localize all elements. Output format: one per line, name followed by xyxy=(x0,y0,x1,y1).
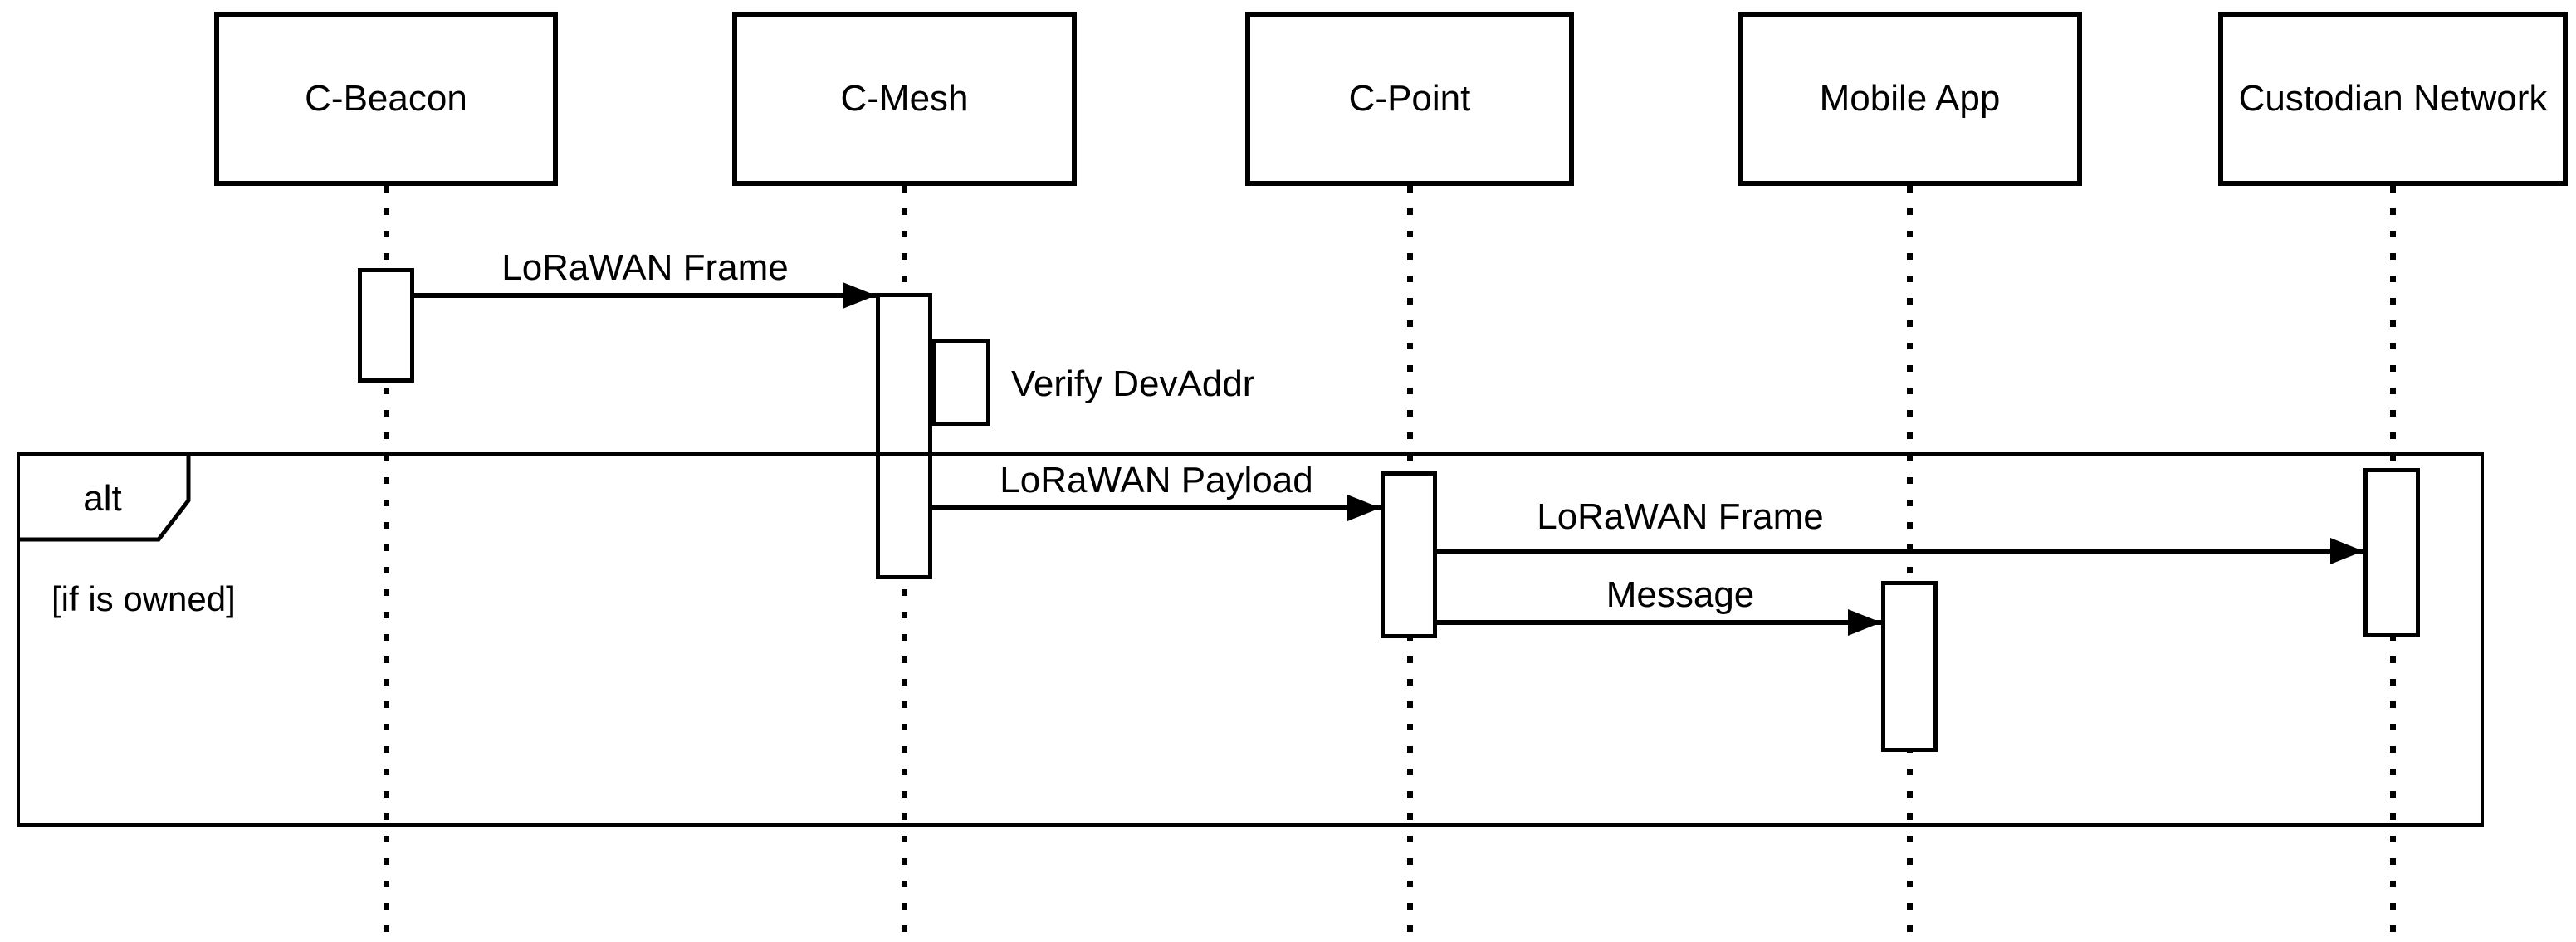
alt-operator-pentagon xyxy=(17,454,191,542)
participant-label-c-mesh: C-Mesh xyxy=(840,78,969,119)
message-line-message xyxy=(1437,620,1881,625)
participant-box-mobile-app: Mobile App xyxy=(1738,12,2082,186)
participant-box-c-mesh: C-Mesh xyxy=(732,12,1077,186)
participant-label-c-beacon: C-Beacon xyxy=(305,78,467,119)
message-label-message: Message xyxy=(1606,574,1755,615)
message-line-lorawan-payload xyxy=(932,505,1381,510)
message-label-lorawan-frame-1: LoRaWAN Frame xyxy=(501,247,789,288)
participant-box-c-point: C-Point xyxy=(1245,12,1574,186)
participant-label-mobile-app: Mobile App xyxy=(1819,78,2001,119)
activation-c-point xyxy=(1381,471,1437,638)
participant-box-c-beacon: C-Beacon xyxy=(214,12,558,186)
participant-label-custodian-network: Custodian Network xyxy=(2238,78,2548,119)
lifeline-mobile-app xyxy=(1907,186,1913,933)
activation-custodian-network xyxy=(2363,468,2420,637)
arrowhead-icon xyxy=(1347,495,1381,521)
activation-c-mesh xyxy=(876,293,932,579)
arrowhead-icon xyxy=(2330,538,2363,564)
alt-guard-label: [if is owned] xyxy=(51,579,236,618)
alt-fragment-frame xyxy=(17,452,2484,827)
message-line-lorawan-frame-1 xyxy=(414,293,876,298)
message-label-lorawan-payload: LoRaWAN Payload xyxy=(1000,460,1313,500)
arrowhead-icon xyxy=(843,282,876,309)
self-operation-box-verify-devaddr xyxy=(932,339,990,426)
message-label-lorawan-frame-2: LoRaWAN Frame xyxy=(1537,496,1824,537)
participant-box-custodian-network: Custodian Network xyxy=(2218,12,2568,186)
activation-mobile-app xyxy=(1881,581,1938,752)
participant-label-c-point: C-Point xyxy=(1348,78,1471,119)
arrowhead-icon xyxy=(1848,609,1881,636)
alt-operator-label: alt xyxy=(83,478,122,519)
message-label-verify-devaddr: Verify DevAddr xyxy=(1011,364,1255,404)
lifeline-c-beacon xyxy=(384,186,389,933)
activation-c-beacon xyxy=(358,268,414,383)
message-line-lorawan-frame-2 xyxy=(1437,549,2363,554)
